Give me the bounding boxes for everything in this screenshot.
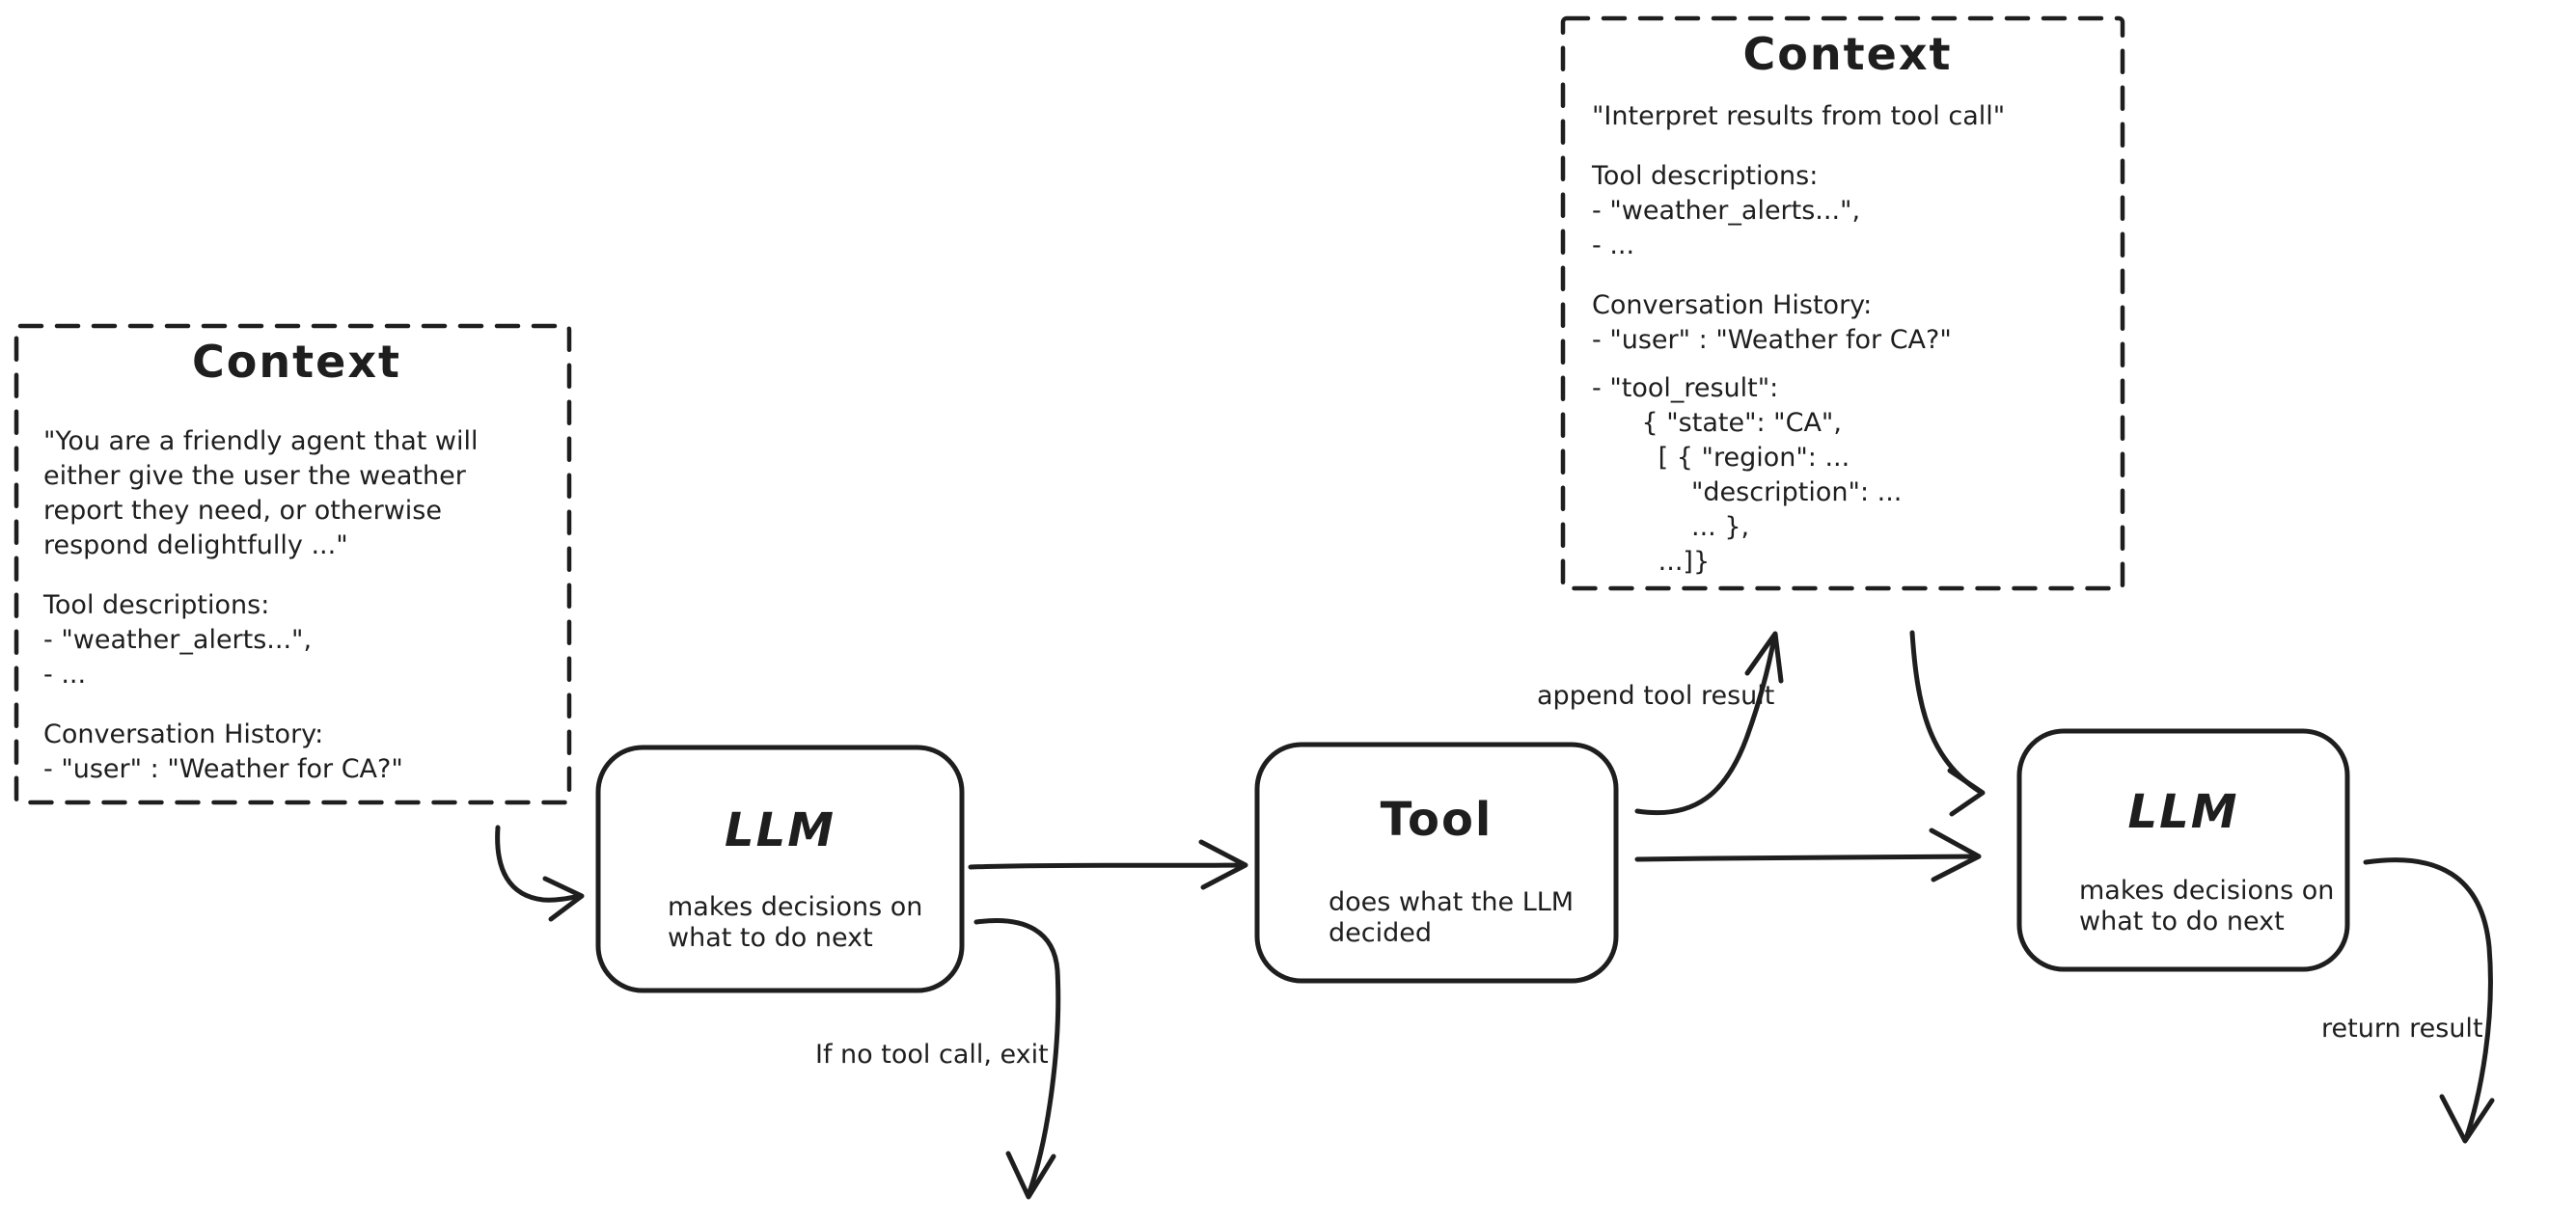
arrow-context1-to-llm1 [495, 825, 585, 922]
tool-title: Tool [1380, 793, 1494, 847]
conversation-history-text: Conversation History: - "user" : "Weathe… [43, 719, 403, 784]
llm-1-description: makes decisions on what to do next [668, 892, 923, 953]
if-no-tool-call-exit-label: If no tool call, exit [815, 1040, 1049, 1070]
arrow-tool-to-llm2 [1634, 828, 1982, 882]
arrow-llm1-to-tool [968, 839, 1248, 890]
tool-descriptions-text: Tool descriptions: - "weather_alerts..."… [43, 590, 313, 690]
llm-2-title: LLM [2127, 785, 2239, 839]
tool-result-json-text: - "tool_result": { "state": "CA", [ { "r… [1592, 373, 1903, 577]
context-box-2: Context "Interpret results from tool cal… [1563, 18, 2123, 588]
system-prompt-text: "You are a friendly agent that will eith… [43, 426, 479, 560]
return-result-label: return result [2321, 1014, 2483, 1044]
conversation-history-text: Conversation History: - "user" : "Weathe… [1592, 290, 1952, 355]
context-box-1: Context "You are a friendly agent that w… [16, 326, 569, 802]
arrow-context2-to-llm2 [1909, 630, 1986, 817]
llm-2-node-outline [2016, 728, 2350, 972]
llm-1-node-outline [595, 745, 965, 993]
interpret-instruction-text: "Interpret results from tool call" [1592, 101, 2006, 131]
llm-2-description: makes decisions on what to do next [2079, 876, 2335, 936]
context-box-1-title: Context [192, 336, 401, 388]
context-box-1-body: "You are a friendly agent that will eith… [43, 424, 550, 787]
tool-description: does what the LLM decided [1329, 887, 1575, 948]
context-box-2-title: Context [1742, 28, 1953, 80]
arrow-tool-to-context2 [1634, 631, 1784, 816]
tool-node: Tool does what the LLM decided [1257, 745, 1616, 981]
llm-1-title: LLM [725, 803, 836, 857]
context-box-1-outline [14, 323, 572, 805]
llm-2-node: LLM makes decisions on what to do next [2019, 731, 2347, 969]
arrow-llm1-exit [973, 918, 1061, 1200]
tool-descriptions-text: Tool descriptions: - "weather_alerts..."… [1592, 161, 1861, 260]
tool-node-outline [1254, 742, 1619, 984]
append-tool-result-label: append tool result [1537, 681, 1775, 711]
context-box-2-body: "Interpret results from tool call" Tool … [1592, 99, 2103, 580]
arrow-llm2-return [2363, 857, 2495, 1144]
llm-1-node: LLM makes decisions on what to do next [598, 747, 962, 990]
context-box-2-outline [1560, 15, 2125, 591]
